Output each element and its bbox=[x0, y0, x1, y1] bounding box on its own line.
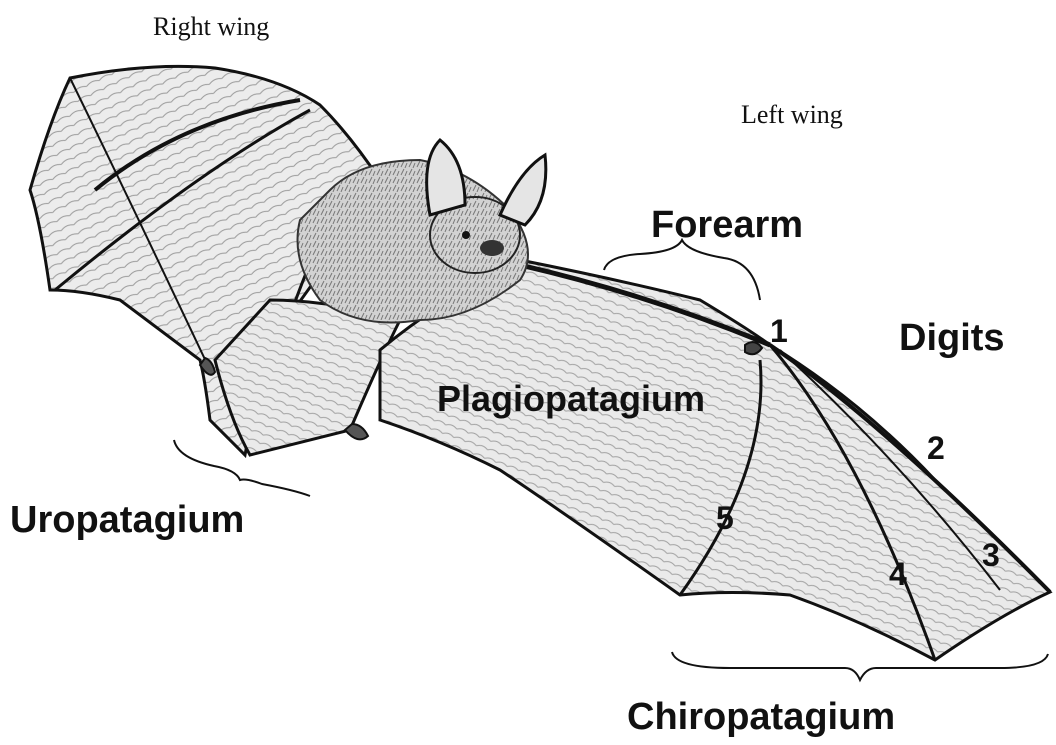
chiropatagium-brace bbox=[672, 652, 1048, 680]
forearm-label: Forearm bbox=[651, 204, 803, 247]
bat-eye bbox=[462, 231, 470, 239]
chiropatagium-label: Chiropatagium bbox=[627, 696, 895, 739]
plagiopatagium-label: Plagiopatagium bbox=[437, 378, 705, 420]
bat-snout bbox=[480, 240, 504, 256]
uropatagium-label: Uropatagium bbox=[10, 499, 244, 542]
right-wing-label: Right wing bbox=[153, 12, 269, 42]
digit-1-number: 1 bbox=[770, 313, 788, 350]
digit-2-number: 2 bbox=[927, 430, 945, 467]
left-wing-label: Left wing bbox=[741, 100, 843, 130]
digits-label: Digits bbox=[899, 317, 1005, 360]
digit-4-number: 4 bbox=[889, 556, 907, 593]
bat-ear bbox=[427, 140, 465, 215]
foot bbox=[345, 424, 368, 439]
digit-5-number: 5 bbox=[716, 500, 734, 537]
digit-3-number: 3 bbox=[982, 537, 1000, 574]
bat-ear bbox=[500, 155, 546, 225]
